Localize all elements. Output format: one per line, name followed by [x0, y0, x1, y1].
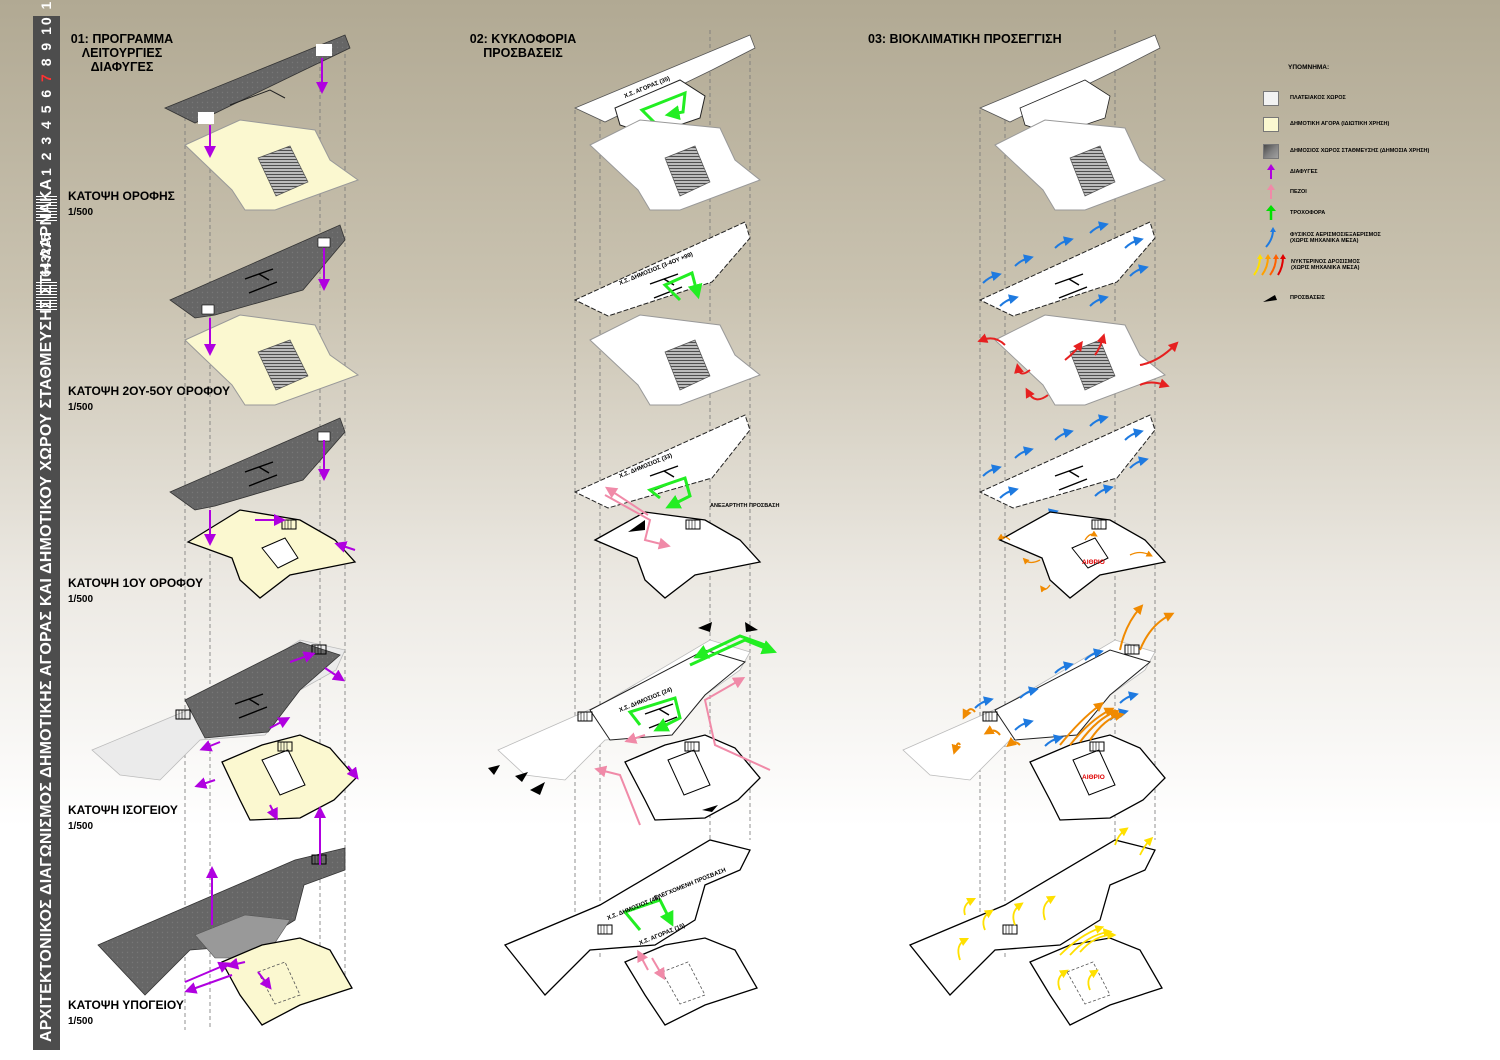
c3-ground-night-cooling: [951, 604, 1175, 755]
first-market-slab: [186, 509, 357, 599]
c3-basement-night-cooling: [957, 827, 1154, 991]
basement-market-slab: [221, 937, 353, 1026]
legend-item-plaza: ΠΛΑΤΕΙΑΚΟΣ ΧΩΡΟΣ: [1262, 90, 1346, 106]
legend-item-market: ΔΗΜΟΤΙΚΗ ΑΓΟΡΑ (ΙΔΙΩΤΙΚΗ ΧΡΗΣΗ): [1262, 116, 1389, 132]
legend-item-access: ΠΡΟΣΒΑΣΕΙΣ: [1262, 290, 1325, 306]
roof-market-slab: [184, 119, 360, 211]
upper-market-slab: [184, 314, 360, 406]
ground-market-slab: [221, 734, 357, 821]
legend-item-ventilation: ΦΥΣΙΚΟΣ ΑΕΡΙΣΜΟΣ/ΕΞΑΕΡΙΣΜΟΣ(ΧΩΡΙΣ ΜΗΧΑΝΙ…: [1262, 227, 1381, 248]
legend-item-vehicles: ΤΡΟΧΟΦΟΡΑ: [1262, 205, 1325, 221]
c2-independent-access: ΑΝΕΞΑΡΤΗΤΗ ΠΡΟΣΒΑΣΗ: [710, 503, 779, 509]
legend-title: ΥΠΟΜΝΗΜΑ:: [1288, 64, 1330, 71]
c3-upper-cooling: [977, 333, 1179, 401]
black-triangle-icon: [1263, 295, 1277, 302]
c2-roof-slab: [574, 34, 756, 123]
legend-item-night-cooling: ΝΥΚΤΕΡΙΝΟΣ ΔΡΟΣΙΣΜΟΣ(ΧΩΡΙΣ ΜΗΧΑΝΙΚΑ ΜΕΣΑ…: [1252, 254, 1360, 276]
column-1-program: [91, 34, 360, 1030]
atrium-label-first: ΑΙΘΡΙΟ: [1082, 559, 1105, 566]
barcode-top: [36, 196, 57, 222]
parking-swatch: [1263, 143, 1279, 159]
roof-parking-slab: [164, 34, 351, 124]
blue-curved-arrow-icon: [1265, 227, 1276, 248]
pink-arrow-icon: [1267, 184, 1275, 199]
upper-parking-slab: [169, 224, 346, 319]
column-3-bioclimatic: ΑΙΘΡΙΟ ΑΙΘΡΙΟ: [902, 30, 1179, 1026]
c2-access-triangles: [488, 622, 758, 812]
legend-item-pedestrians: ΠΕΖΟΙ: [1262, 184, 1307, 200]
purple-arrow-icon: [1267, 164, 1275, 179]
plaza-swatch: [1263, 90, 1279, 106]
legend-item-escape: ΔΙΑΦΥΓΕΣ: [1262, 164, 1318, 180]
atrium-label-ground: ΑΙΘΡΙΟ: [1082, 774, 1105, 781]
night-cooling-arrows-icon: [1253, 254, 1286, 276]
column-2-circulation: Χ.Σ. ΑΓΟΡΑΣ (35) Χ.Σ. ΔΗΜΟΣΙΟΣ (3-4ΟΥ ×9…: [488, 30, 779, 1026]
ground-parking-slab: [91, 639, 346, 781]
legend-item-parking: ΔΗΜΟΣΙΟΣ ΧΩΡΟΣ ΣΤΑΘΜΕΥΣΗΣ (ΔΗΜΟΣΙΑ ΧΡΗΣΗ…: [1262, 143, 1429, 159]
market-swatch: [1263, 116, 1279, 132]
first-parking-slab: [169, 417, 346, 511]
barcode-bottom: [36, 282, 57, 310]
column-heading-bioclimatic: 03: ΒΙΟΚΛΙΜΑΤΙΚΗ ΠΡΟΣΕΓΓΙΣΗ: [868, 32, 1062, 46]
sidebar: [33, 16, 60, 1050]
green-arrow-icon: [1266, 205, 1276, 220]
